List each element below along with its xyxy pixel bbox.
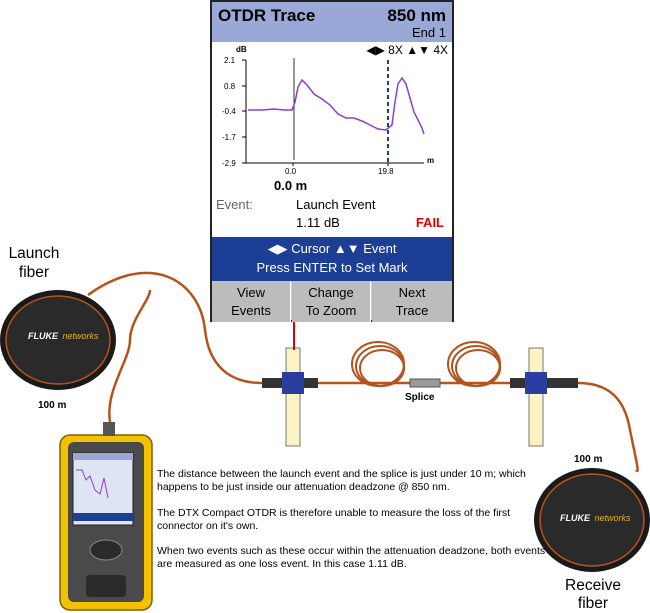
dtx-device	[59, 422, 153, 611]
y-tick-label: -2.9	[222, 159, 236, 168]
note-unable: The DTX Compact OTDR is therefore unable…	[157, 507, 511, 532]
left-right-arrows-icon: ◀▶	[267, 241, 288, 256]
trace-svg	[242, 58, 425, 166]
launch-fiber-line1: Launch	[8, 245, 60, 262]
brand-text: FLUKE	[560, 513, 590, 523]
launch-spool	[0, 290, 116, 390]
up-down-arrows-icon: ▲▼	[333, 241, 360, 256]
softkey-line1: Change	[308, 285, 354, 300]
nav-event-label: Event	[363, 241, 397, 256]
view-events-button[interactable]: View Events	[212, 281, 291, 322]
otdr-trace	[248, 76, 425, 135]
cursor-distance: 0.0 m	[274, 178, 308, 193]
brand-text: FLUKE	[28, 331, 58, 341]
end-indicator: End 1	[412, 25, 446, 40]
event-info: Event: Launch Event 1.11 dB FAIL	[212, 195, 452, 237]
softkey-line1: Next	[398, 285, 426, 300]
receive-spool	[534, 468, 650, 572]
receive-length-label: 100 m	[574, 454, 603, 465]
softkey-line1: View	[237, 285, 265, 300]
up-down-arrows-icon: ▲▼	[406, 43, 430, 57]
fiber-loops-right	[447, 341, 501, 387]
event-name: Launch Event	[296, 197, 376, 212]
y-tick-label: -0.4	[222, 107, 236, 116]
receive-fiber-line1: Receive	[565, 577, 621, 594]
launch-fiber-cable	[87, 271, 263, 385]
y-unit-label: dB	[236, 45, 247, 54]
note-deadzone: The distance between the launch event an…	[157, 468, 526, 493]
zoom-vertical[interactable]: 4X	[433, 43, 448, 57]
receive-fiber-label: Receive fiber	[558, 577, 628, 613]
trace-plot: dB ◀▶ 8X ▲▼ 4X 2.1 0.8 -0.4 -1.7 -2.9 0.…	[212, 42, 452, 195]
launch-spool-brand: FLUKE networks	[28, 326, 98, 344]
note-combined: When two events such as these occur with…	[157, 545, 546, 570]
left-right-arrows-icon: ◀▶	[366, 43, 385, 57]
status-badge: FAIL	[415, 215, 444, 230]
y-tick-label: -1.7	[222, 133, 236, 142]
x-tick-label: 19.8	[378, 167, 394, 176]
event-loss: 1.11 dB	[296, 215, 340, 230]
event-label: Event:	[216, 197, 253, 212]
left-connector	[262, 347, 318, 447]
wavelength: 850 nm	[387, 6, 446, 25]
screen-header: OTDR Trace 850 nm End 1	[212, 2, 452, 42]
page-title: OTDR Trace	[218, 6, 316, 25]
nav-hint-line2: Press ENTER to Set Mark	[256, 260, 408, 275]
receive-spool-brand: FLUKE networks	[560, 508, 630, 526]
device-patch-cable	[108, 289, 152, 423]
receive-fiber-line2: fiber	[577, 595, 609, 612]
softkey-line2: To Zoom	[305, 303, 357, 318]
x-tick-label: 0.0	[285, 167, 297, 176]
splice-label: Splice	[405, 392, 435, 403]
brand-subtext: networks	[594, 513, 631, 523]
navigation-hint: ◀▶ Cursor ▲▼ Event Press ENTER to Set Ma…	[212, 237, 452, 281]
fiber-loops-left	[351, 341, 405, 387]
launch-fiber-line2: fiber	[18, 264, 50, 281]
softkey-line2: Events	[231, 303, 271, 318]
y-tick-label: 2.1	[224, 56, 236, 65]
brand-subtext: networks	[62, 331, 99, 341]
otdr-screen: OTDR Trace 850 nm End 1 dB ◀▶ 8X ▲▼ 4X 2…	[210, 0, 454, 322]
launch-fiber-label: Launch fiber	[6, 244, 62, 282]
softkey-line2: Trace	[395, 303, 429, 318]
next-trace-button[interactable]: Next Trace	[372, 281, 452, 322]
receive-fiber-cable	[577, 381, 639, 473]
zoom-horizontal[interactable]: 8X	[388, 43, 403, 57]
zoom-controls: ◀▶ 8X ▲▼ 4X	[366, 43, 448, 57]
x-unit-label: m	[427, 156, 435, 165]
nav-cursor-label: Cursor	[291, 241, 331, 256]
right-connector	[510, 347, 578, 447]
launch-length-label: 100 m	[38, 400, 67, 411]
y-tick-label: 0.8	[224, 82, 236, 91]
change-zoom-button[interactable]: Change To Zoom	[292, 281, 371, 322]
splice-sleeve	[409, 378, 441, 388]
nav-hint-line1: ◀▶ Cursor ▲▼ Event	[212, 241, 452, 257]
